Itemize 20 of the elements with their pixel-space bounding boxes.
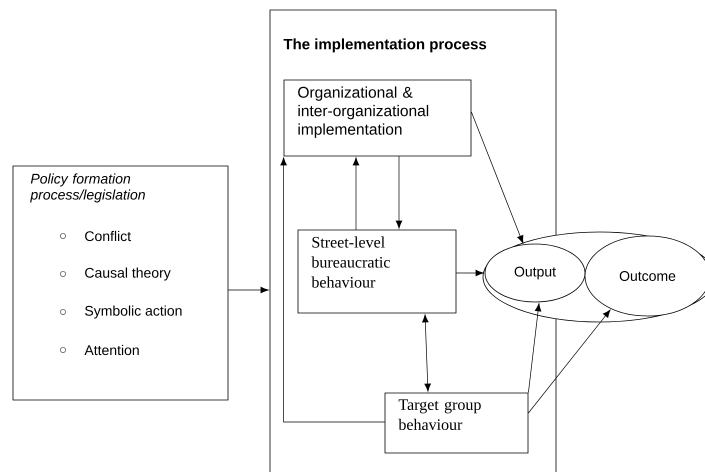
list-item: Causal theory — [60, 267, 171, 281]
arrow — [396, 156, 402, 229]
list-item: Symbolic action — [60, 305, 182, 319]
list-item: Conflict — [60, 230, 131, 242]
process-box: Organizational & inter-organizational implementation — [284, 80, 472, 156]
arrow — [228, 286, 269, 294]
policy-box — [12, 166, 228, 400]
arrow — [471, 112, 524, 244]
arrow — [280, 157, 385, 422]
node-label: Outcome — [620, 271, 676, 281]
process-box: Street-level bureaucratic behaviour — [298, 230, 456, 314]
arrow — [528, 310, 610, 414]
arrow — [352, 157, 360, 230]
arrow — [528, 303, 542, 393]
list-item: Attention — [60, 344, 139, 356]
arrow — [456, 270, 484, 276]
arrow — [422, 314, 431, 392]
frame-title: The implementation process — [284, 38, 486, 52]
process-box: Target group behaviour — [384, 392, 528, 454]
heading: Policy formation process/legislation — [30, 173, 145, 202]
